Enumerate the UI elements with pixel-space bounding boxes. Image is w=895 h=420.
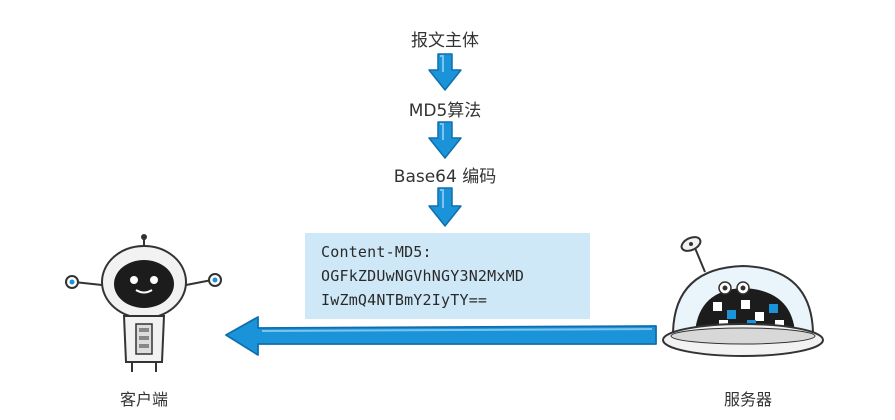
down-arrow-icon [428,187,462,227]
response-arrow-icon [225,316,657,356]
down-arrow-icon [428,53,462,91]
content-md5-box: Content-MD5: OGFkZDUwNGVhNGY3N2MxMD IwZm… [305,233,590,319]
content-md5-value-line2: IwZmQ4NTBmY2IyTY== [321,291,488,309]
client-robot-icon [65,234,222,372]
client-label: 客户端 [119,390,169,409]
server-robot-icon [662,236,824,357]
step-label-base64: Base64 编码 [393,167,497,187]
step-label-md5: MD5算法 [408,101,482,121]
step-label-body: 报文主体 [411,31,479,51]
down-arrow-icon [428,121,462,159]
server-label: 服务器 [723,390,773,409]
content-md5-value-line1: OGFkZDUwNGVhNGY3N2MxMD [321,267,525,285]
content-md5-header: Content-MD5: [321,243,432,261]
